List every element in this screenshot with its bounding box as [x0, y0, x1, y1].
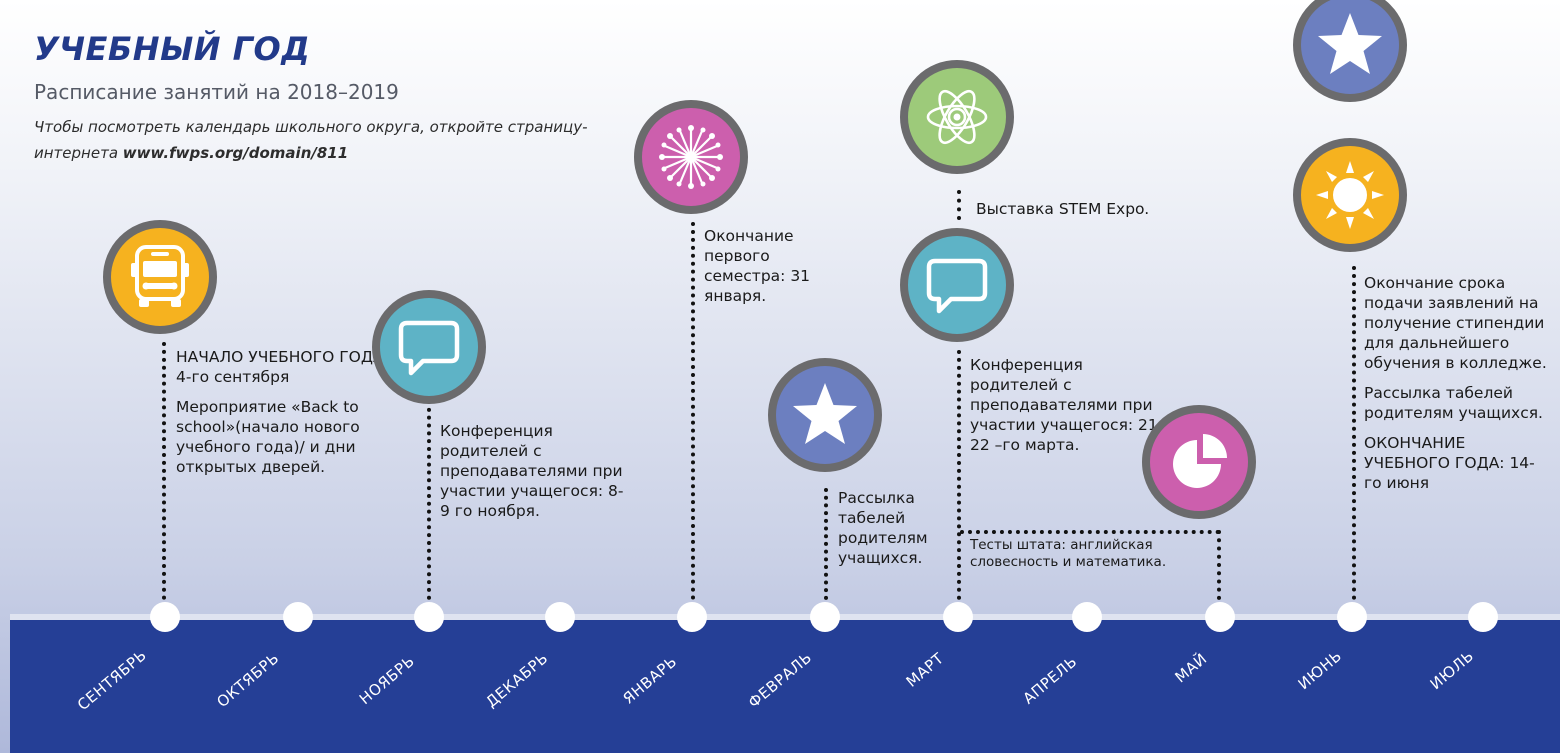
- district-calendar-note: Чтобы посмотреть календарь школьного окр…: [34, 114, 634, 166]
- state-tests-bracket: [960, 530, 1220, 534]
- event-state-tests: Тесты штата: английская словесность и ма…: [970, 537, 1215, 581]
- timeline-node-september: [150, 602, 180, 632]
- connector-february: [824, 488, 828, 600]
- speech-bubble-glyph: [398, 320, 460, 376]
- event-november-conference: Конференция родителей с преподавателями …: [440, 422, 624, 520]
- timeline-line: [10, 614, 1560, 620]
- timeline-node-april: [1072, 602, 1102, 632]
- snowflake-glyph: [659, 125, 723, 189]
- pie-chart-glyph: [1173, 434, 1227, 488]
- event-scholarship-deadline: Окончание срока подачи заявлений на полу…: [1364, 274, 1547, 372]
- page-title: УЧЕБНЫЙ ГОД: [34, 30, 311, 68]
- event-stem-expo-label: Выставка STEM Expo.: [976, 200, 1150, 218]
- event-school-start: НАЧАЛО УЧЕБНОГО ГОДА: 4-го сентября: [176, 348, 389, 386]
- timeline-node-november: [414, 602, 444, 632]
- speech-bubble-icon: [372, 290, 486, 404]
- connector-november: [427, 400, 431, 600]
- atom-icon: [900, 60, 1014, 174]
- event-back-to-school: Мероприятие «Back to school»(начало ново…: [176, 398, 360, 476]
- pie-chart-icon: [1142, 405, 1256, 519]
- sun-icon: [1293, 138, 1407, 252]
- star-glyph: [793, 383, 857, 444]
- event-school-end: ОКОНЧАНИЕ УЧЕБНОГО ГОДА: 14-го июня: [1364, 434, 1535, 492]
- sun-glyph: [1316, 161, 1384, 229]
- school-bus-icon: [103, 220, 217, 334]
- connector-january: [691, 222, 695, 600]
- snowflake-icon: [634, 100, 748, 214]
- month-bar: [10, 618, 1560, 753]
- atom-glyph: [926, 89, 988, 145]
- star-glyph-june: [1318, 13, 1382, 74]
- event-semester-end: Окончание первого семестра: 31 января.: [704, 227, 811, 305]
- connector-may: [1217, 530, 1221, 600]
- speech-bubble-icon-march: [900, 228, 1014, 342]
- event-report-cards-june: Рассылка табелей родителям учащихся.: [1364, 384, 1543, 422]
- connector-june: [1352, 266, 1356, 600]
- school-bus-glyph: [131, 245, 189, 307]
- event-september: НАЧАЛО УЧЕБНОГО ГОДА: 4-го сентября Меро…: [176, 347, 396, 487]
- connector-stem-expo: [957, 190, 961, 220]
- event-june: Окончание срока подачи заявлений на полу…: [1364, 273, 1549, 503]
- event-march-conference: Конференция родителей с преподавателями …: [970, 356, 1166, 454]
- connector-september: [162, 342, 166, 600]
- page-subtitle: Расписание занятий на 2018–2019: [34, 80, 399, 104]
- timeline-node-march: [943, 602, 973, 632]
- timeline-node-may: [1205, 602, 1235, 632]
- timeline-node-october: [283, 602, 313, 632]
- event-report-cards-february: Рассылка табелей родителям учащихся.: [838, 489, 928, 567]
- speech-bubble-glyph-march: [926, 258, 988, 314]
- timeline-node-december: [545, 602, 575, 632]
- event-state-tests-label: Тесты штата: английская словесность и ма…: [970, 537, 1167, 570]
- event-january: Окончание первого семестра: 31 января.: [704, 226, 849, 316]
- event-november: Конференция родителей с преподавателями …: [440, 421, 630, 531]
- timeline-node-february: [810, 602, 840, 632]
- star-icon: [768, 358, 882, 472]
- event-march: Конференция родителей с преподавателями …: [970, 355, 1170, 465]
- event-february: Рассылка табелей родителям учащихся.: [838, 488, 953, 578]
- timeline-node-january: [677, 602, 707, 632]
- note-text: Чтобы посмотреть календарь школьного окр…: [34, 118, 588, 162]
- timeline-node-july: [1468, 602, 1498, 632]
- event-stem-expo: Выставка STEM Expo.: [976, 199, 1196, 229]
- timeline-node-june: [1337, 602, 1367, 632]
- connector-march: [957, 350, 961, 600]
- star-icon-june: [1293, 0, 1407, 102]
- district-calendar-link[interactable]: www.fwps.org/domain/811: [122, 144, 349, 162]
